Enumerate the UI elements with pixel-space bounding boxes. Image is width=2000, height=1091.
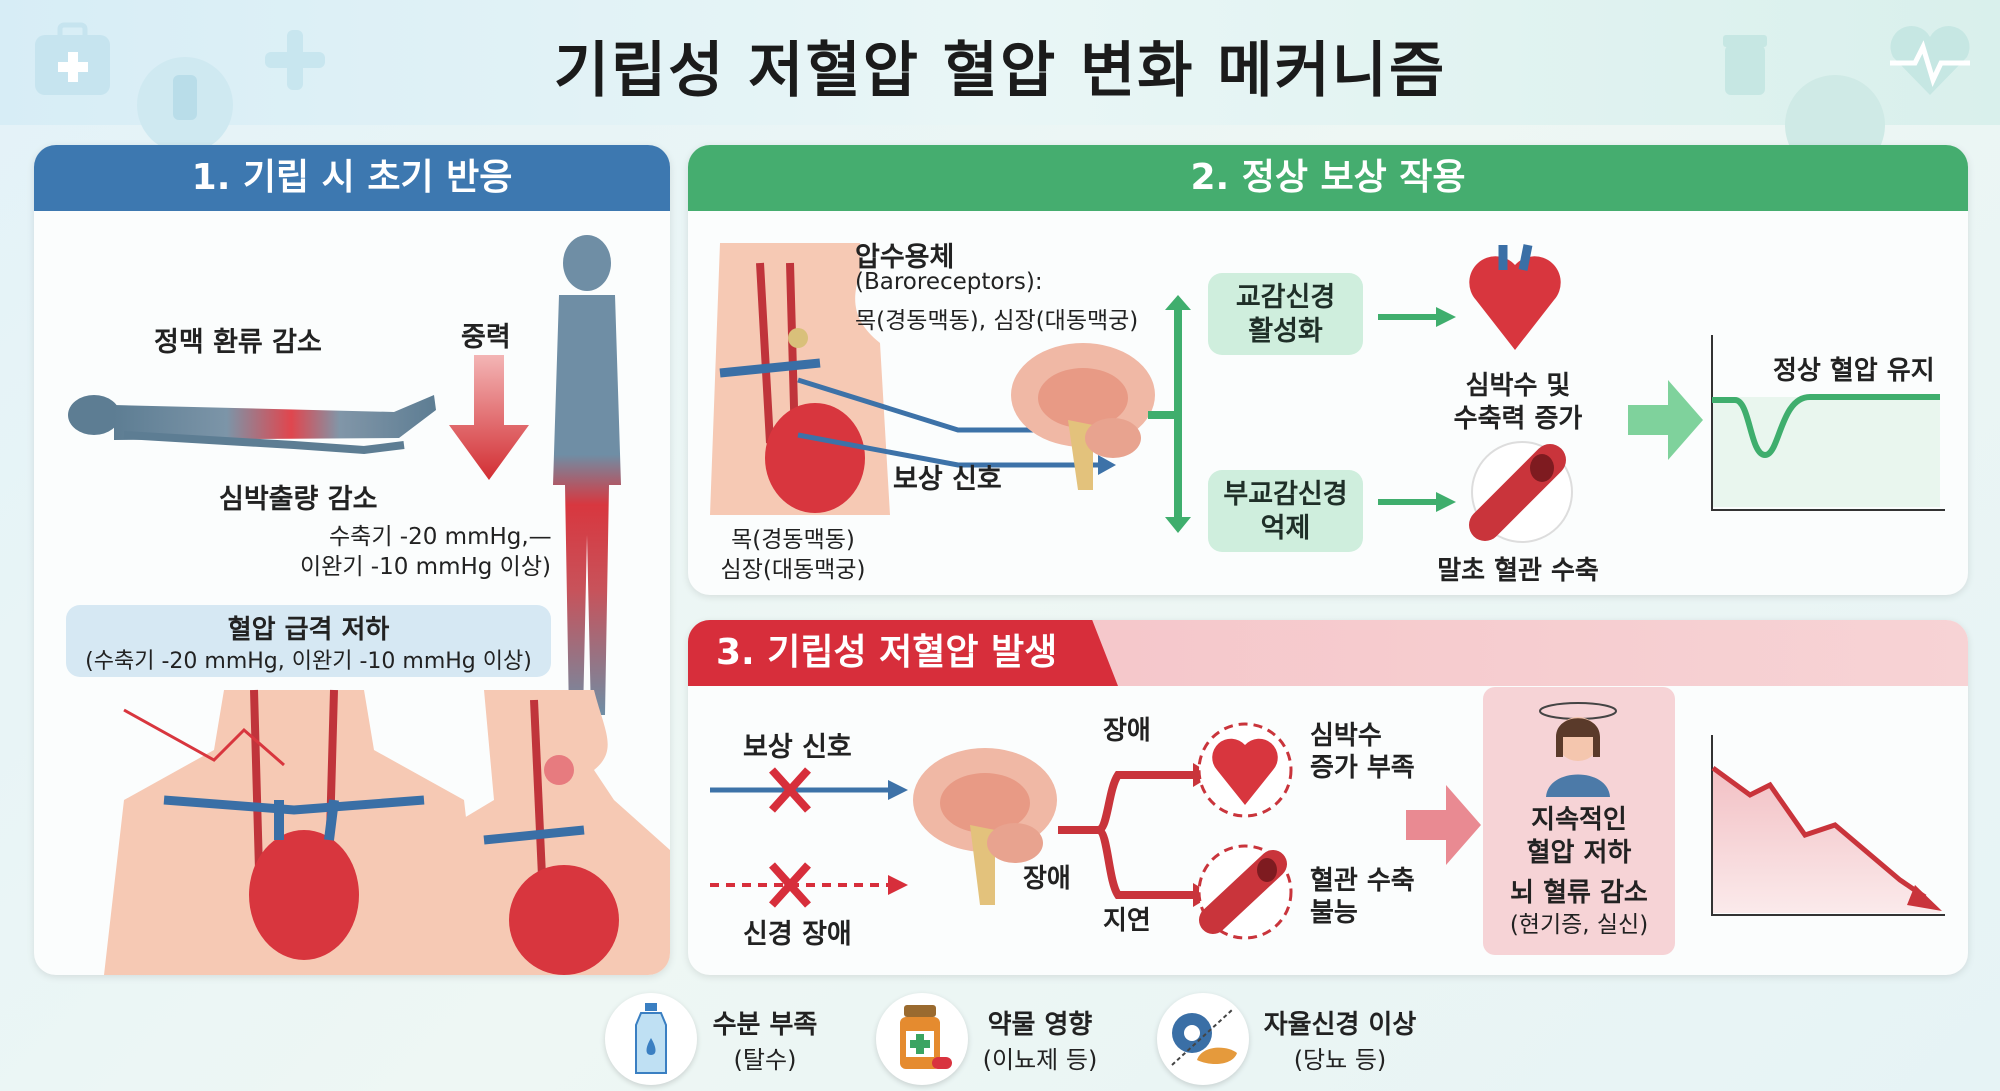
p3-comp-signal: 보상 신호 <box>743 732 852 763</box>
footer-icon-water <box>605 993 697 1085</box>
vaso-fail-line1: 혈관 수축 <box>1310 866 1415 896</box>
p3-nerve-damage: 신경 장애 <box>743 919 852 950</box>
parasympathetic-box: 부교감신경 억제 <box>1208 470 1363 552</box>
panel1-header-text: 1. 기립 시 초기 반응 <box>191 157 513 198</box>
panel-initial-response: 1. 기립 시 초기 반응 정맥 환류 감소 중력 심박출량 감소 수축기 -2… <box>34 145 670 975</box>
pill-bottle-icon <box>137 57 233 153</box>
parasymp-line1: 부교감신경 <box>1223 479 1348 510</box>
lying-body-figure <box>68 395 436 455</box>
result-line2: 혈압 저하 <box>1526 838 1632 868</box>
bp-drop-box: 혈압 급격 저하 (수축기 -20 mmHg, 이완기 -10 mmHg 이상) <box>66 605 551 677</box>
footer-medicine-line2: (이뇨제 등) <box>982 1046 1098 1074</box>
hr-line1: 심박수 및 <box>1465 371 1571 401</box>
dizzy-person-icon <box>1539 702 1617 797</box>
result-line4: (현기증, 실신) <box>1509 912 1649 938</box>
blood-vessel-icon <box>1469 441 1573 543</box>
panel-orthostatic-hypotension: 3. 기립성 저혈압 발생 보상 신호 신경 장애 장애 장애 지연 심박수 증… <box>688 620 1968 975</box>
title-band <box>0 0 2000 125</box>
result-line1: 지속적인 <box>1531 805 1627 835</box>
arrow-to-heart <box>1378 307 1456 327</box>
vessel-circle-icon <box>1197 844 1293 940</box>
brain-icon-2 <box>913 748 1057 905</box>
panel3-header-text: 3. 기립성 저혈압 발생 <box>716 632 1058 673</box>
venous-return-label: 정맥 환류 감소 <box>154 327 322 358</box>
baro-en: (Baroreceptors): <box>855 269 1043 295</box>
footer-autonomic-line2: (당뇨 등) <box>1293 1046 1387 1074</box>
nerve-damage-arrow <box>710 862 908 908</box>
heartbeat-icon <box>1890 25 1970 95</box>
panel2-header: 2. 정상 보상 작용 <box>688 145 1968 211</box>
result-line3: 뇌 혈류 감소 <box>1510 878 1648 908</box>
gravity-arrow-icon <box>449 355 529 480</box>
footer-autonomic-line1: 자율신경 이상 <box>1263 1010 1417 1040</box>
comp-signal-label: 보상 신호 <box>893 464 1002 495</box>
footer-water-line2: (탈수) <box>733 1046 797 1074</box>
hr-line2: 수축력 증가 <box>1453 404 1583 434</box>
page-title: 기립성 저혈압 혈압 변화 메커니즘 <box>553 36 1447 106</box>
neck-side-illustration <box>444 690 670 975</box>
panel2-header-text: 2. 정상 보상 작용 <box>1190 157 1466 198</box>
blocked-signal-arrow <box>710 767 908 813</box>
footer-icon-medicine <box>876 993 968 1085</box>
vaso-fail-line2: 불능 <box>1310 898 1358 928</box>
gravity-label: 중력 <box>461 322 511 353</box>
branch-arrows-green <box>1148 295 1191 533</box>
note-line2: 이완기 -10 mmHg 이상) <box>300 554 551 580</box>
gear-pancreas-icon <box>1171 1009 1237 1066</box>
hr-fail-line1: 심박수 <box>1310 721 1382 751</box>
footer-medicine-line1: 약물 영향 <box>987 1010 1093 1040</box>
cardiac-output-label: 심박출량 감소 <box>219 484 378 515</box>
chest-front-illustration <box>104 689 484 975</box>
water-bottle-icon <box>635 1003 667 1074</box>
neck-label2: 심장(대동맥궁) <box>720 557 866 583</box>
standing-body-figure <box>553 235 621 715</box>
baro-loc: 목(경동맥동), 심장(대동맥궁) <box>855 308 1139 334</box>
footer-water-line1: 수분 부족 <box>712 1010 818 1040</box>
footer-icon-autonomic <box>1157 993 1249 1085</box>
note-line1: 수축기 -20 mmHg,— <box>329 524 552 550</box>
panel3-header: 3. 기립성 저혈압 발생 <box>688 620 1118 686</box>
neck-label1: 목(경동맥동) <box>731 527 855 553</box>
brain-icon <box>1011 343 1155 490</box>
p3-impaired-top: 장애 <box>1103 716 1151 746</box>
branch-arrows-red <box>1058 763 1213 907</box>
big-arrow-red <box>1406 785 1481 865</box>
hr-fail-line2: 증가 부족 <box>1310 753 1415 783</box>
arrow-to-vessel <box>1378 492 1456 512</box>
plus-icon <box>265 30 325 90</box>
baro-title: 압수용체 <box>855 242 955 273</box>
x-block-icon <box>769 767 811 813</box>
panel1-header: 1. 기립 시 초기 반응 <box>34 145 670 211</box>
p3-delayed: 지연 <box>1103 906 1151 936</box>
normal-bp-label: 정상 혈압 유지 <box>1773 356 1935 386</box>
big-arrow-green <box>1628 380 1703 460</box>
normal-bp-chart <box>1711 335 1945 511</box>
bp-drop-sub: (수축기 -20 mmHg, 이완기 -10 mmHg 이상) <box>85 649 532 674</box>
medical-kit-icon <box>35 22 110 95</box>
medicine-jar-icon <box>1723 35 1767 95</box>
symp-line1: 교감신경 <box>1235 282 1336 313</box>
heart-icon <box>1469 244 1561 350</box>
falling-bp-chart <box>1711 735 1945 916</box>
parasymp-line2: 억제 <box>1260 513 1311 544</box>
heart-circle-icon <box>1197 722 1293 818</box>
vaso-label: 말초 혈관 수축 <box>1437 556 1599 586</box>
medicine-bottle-icon <box>900 1005 952 1069</box>
sympathetic-box: 교감신경 활성화 <box>1208 273 1363 355</box>
p3-impaired-mid: 장애 <box>1023 864 1071 894</box>
result-box: 지속적인 혈압 저하 뇌 혈류 감소 (현기증, 실신) <box>1483 687 1675 955</box>
panel-normal-compensation: 2. 정상 보상 작용 압수용체 (Baroreceptors): 목(경동맥동… <box>688 145 1968 595</box>
symp-line2: 활성화 <box>1248 316 1323 347</box>
bp-drop-title: 혈압 급격 저하 <box>227 615 390 645</box>
